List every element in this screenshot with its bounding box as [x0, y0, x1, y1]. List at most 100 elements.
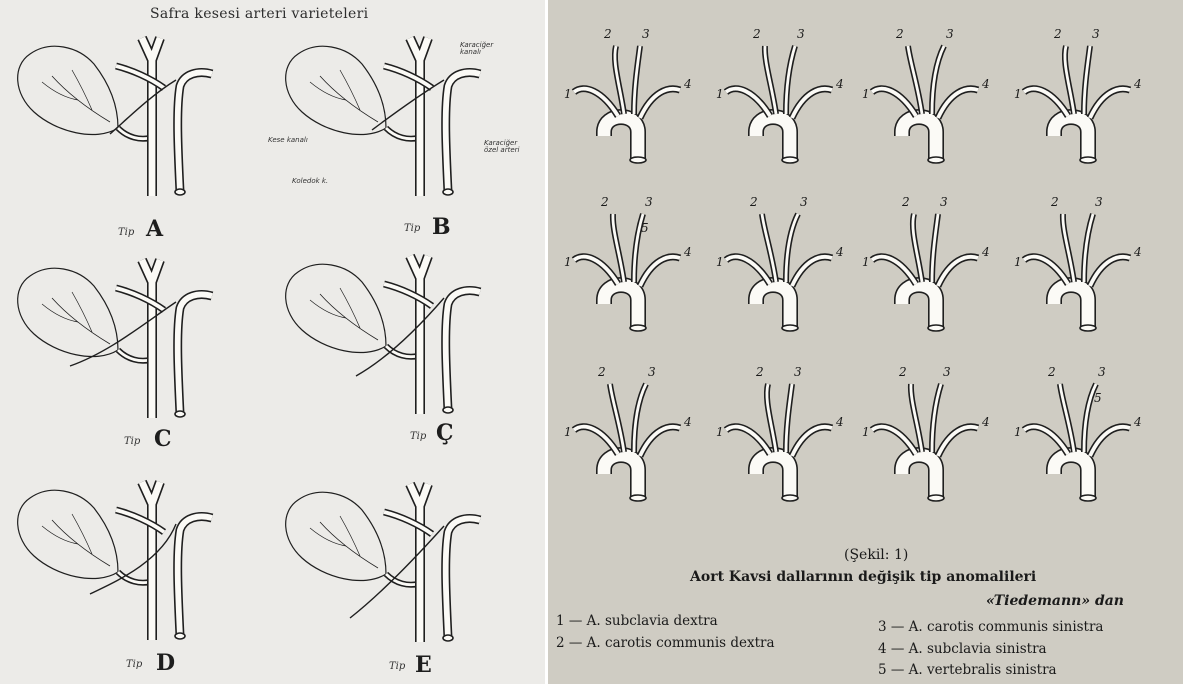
- annotation-proper-hepatic-artery: Karaciğer özel arteri: [484, 140, 530, 154]
- aorta-end-cap: [630, 325, 646, 331]
- subclavia-sinistra: [938, 427, 978, 456]
- gallbladder-variant-c: [18, 260, 212, 418]
- branch-number-label: 3: [943, 366, 951, 378]
- branch-number-label: 1: [564, 256, 572, 268]
- gallbladder-variant-d: [18, 482, 212, 640]
- hepatic-artery: [178, 295, 212, 415]
- branch-number-label: 1: [862, 426, 870, 438]
- subclavia-sinistra: [1090, 257, 1130, 286]
- subclavia-sinistra: [640, 89, 680, 118]
- cystic-duct: [386, 574, 418, 585]
- gallbladder-outline: [286, 492, 386, 580]
- common-bile-duct: [410, 484, 428, 642]
- aortic-arch-variant-11: [872, 384, 978, 501]
- tip-word-d: Tip: [126, 660, 142, 670]
- carotis-communis-sinistra: [1084, 46, 1090, 114]
- aortic-arch: [1054, 117, 1088, 160]
- branch-number-label: 2: [601, 196, 609, 208]
- branch-number-label: 3: [940, 196, 948, 208]
- aortic-arch-variant-6: [726, 214, 832, 331]
- branch-number-label: 3: [1098, 366, 1106, 378]
- aortic-arch-variant-3: [872, 46, 978, 163]
- common-bile-duct: [142, 260, 160, 418]
- cystic-duct: [118, 350, 150, 361]
- branch-number-label: 2: [598, 366, 606, 378]
- gallbladder-outline: [18, 268, 118, 356]
- aortic-arch: [604, 117, 638, 160]
- branch-number-label: 1: [564, 88, 572, 100]
- branch-number-label: 1: [716, 426, 724, 438]
- aortic-arch: [756, 117, 790, 160]
- type-label-b: B: [432, 216, 451, 238]
- cystic-artery: [350, 526, 444, 618]
- type-label-c-cedilla: Ç: [436, 422, 454, 444]
- branch-number-label: 1: [862, 256, 870, 268]
- figure-number: (Şekil: 1): [844, 548, 908, 562]
- aortic-arch: [604, 285, 638, 328]
- legend-item-2: 2 — A. carotis communis dextra: [556, 637, 775, 651]
- aortic-arch-variant-7: [872, 214, 978, 331]
- branch-number-label: 2: [902, 196, 910, 208]
- branch-number-label: 5: [1094, 392, 1102, 404]
- figure-credit: «Tiedemann» dan: [986, 594, 1124, 608]
- carotis-communis-dextra: [765, 46, 776, 114]
- subclavia-dextra: [872, 427, 916, 454]
- aorta-end-cap: [928, 157, 944, 163]
- gallbladder-variant-e: [286, 484, 480, 642]
- carotis-communis-sinistra: [1084, 214, 1093, 282]
- gallbladder-vessel: [52, 76, 110, 122]
- hepatic-artery: [446, 519, 480, 639]
- carotis-communis-dextra: [911, 384, 922, 452]
- subclavia-dextra: [1024, 427, 1068, 454]
- carotis-communis-dextra: [913, 214, 922, 282]
- hepatic-artery: [178, 517, 212, 637]
- aorta-end-cap: [782, 157, 798, 163]
- branch-number-label: 3: [800, 196, 808, 208]
- legend-item-4: 4 — A. subclavia sinistra: [878, 643, 1047, 657]
- aorta-end-cap: [630, 495, 646, 501]
- branch-number-label: 2: [1048, 366, 1056, 378]
- subclavia-sinistra: [792, 427, 832, 456]
- branch-number-label: 4: [836, 416, 844, 428]
- artery-end-cap: [175, 189, 185, 195]
- branch-number-label: 4: [982, 78, 990, 90]
- aorta-end-cap: [782, 325, 798, 331]
- gallbladder-vessel: [72, 292, 92, 332]
- gallbladder-outline: [18, 490, 118, 578]
- branch-number-label: 1: [1014, 256, 1022, 268]
- gallbladder-outline: [286, 46, 386, 134]
- aortic-arch-variant-2: [726, 46, 832, 163]
- gallbladder-vessel: [320, 294, 378, 340]
- subclavia-dextra: [1024, 89, 1068, 116]
- gallbladder-figure-title: Safra kesesi arteri varieteleri: [150, 7, 368, 21]
- branch-number-label: 3: [1092, 28, 1100, 40]
- aortic-arch-variant-1: [574, 46, 680, 163]
- branch-number-label: 4: [982, 246, 990, 258]
- branch-number-label: 4: [684, 246, 692, 258]
- branch-number-label: 2: [604, 28, 612, 40]
- branch-number-label: 4: [1134, 416, 1142, 428]
- branch-number-label: 2: [896, 28, 904, 40]
- branch-number-label: 1: [862, 88, 870, 100]
- subclavia-sinistra: [792, 89, 832, 118]
- figure-caption: Aort Kavsi dallarının değişik tip anomal…: [690, 570, 1036, 584]
- aortic-arch: [1054, 285, 1088, 328]
- branch-number-label: 3: [645, 196, 653, 208]
- annotation-hepatic-duct: Karaciğer kanalı: [460, 42, 516, 56]
- aortic-arch-variant-8: [1024, 214, 1130, 331]
- carotis-communis-dextra: [615, 46, 624, 114]
- branch-number-label: 4: [684, 416, 692, 428]
- artery-end-cap: [443, 189, 453, 195]
- subclavia-dextra: [574, 257, 618, 284]
- artery-end-cap: [443, 407, 453, 413]
- aortic-arch: [902, 117, 936, 160]
- subclavia-sinistra: [1090, 89, 1130, 118]
- hepatic-artery: [446, 73, 480, 193]
- aortic-arch: [902, 285, 936, 328]
- subclavia-dextra: [726, 257, 770, 284]
- cystic-artery: [356, 298, 444, 376]
- aortic-arch-variant-5: [574, 214, 680, 331]
- gallbladder-outline: [18, 46, 118, 134]
- subclavia-sinistra: [792, 257, 832, 286]
- tip-word-c: Tip: [124, 437, 140, 447]
